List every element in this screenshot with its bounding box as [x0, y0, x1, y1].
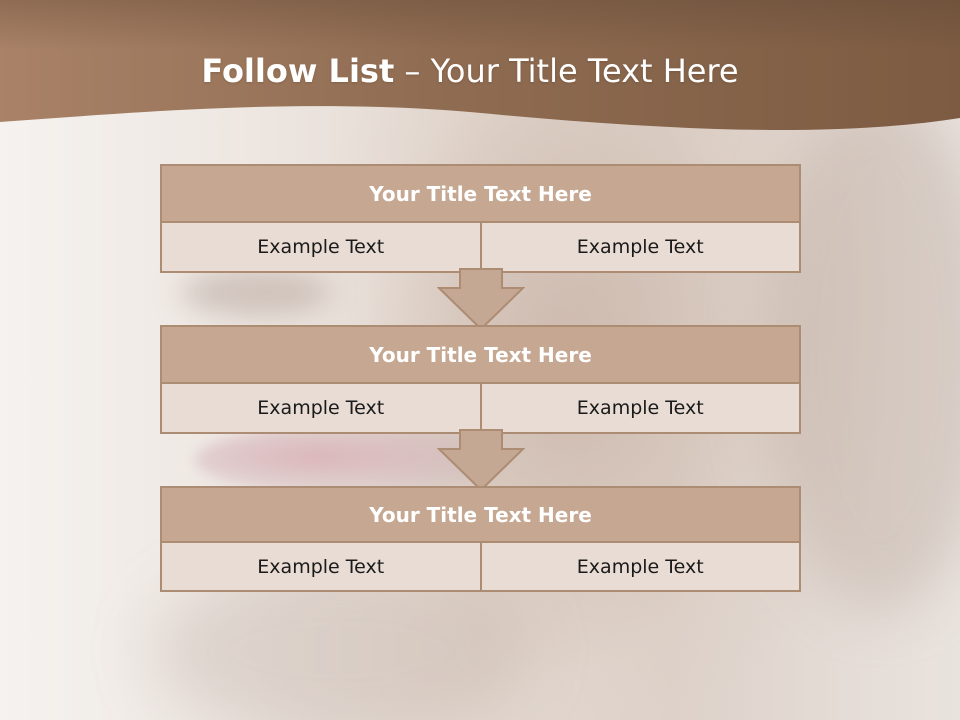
step-box-2: Your Title Text Here Example Text Exampl… — [160, 325, 801, 434]
down-arrow-icon — [437, 268, 525, 330]
step-title: Your Title Text Here — [162, 327, 799, 384]
step-cell-left: Example Text — [162, 543, 480, 590]
step-box-1: Your Title Text Here Example Text Exampl… — [160, 164, 801, 273]
step-title: Your Title Text Here — [162, 166, 799, 223]
step-cell-left: Example Text — [162, 223, 480, 271]
header-band — [0, 0, 960, 131]
down-arrow-icon — [437, 429, 525, 491]
slide-title-bold: Follow List — [201, 52, 395, 90]
step-box-3: Your Title Text Here Example Text Exampl… — [160, 486, 801, 592]
step-cell-right: Example Text — [479, 543, 799, 590]
step-row: Example Text Example Text — [162, 543, 799, 590]
step-row: Example Text Example Text — [162, 223, 799, 271]
background-eye-shadow — [180, 270, 330, 315]
step-title: Your Title Text Here — [162, 488, 799, 543]
step-row: Example Text Example Text — [162, 384, 799, 432]
slide-title-rest: – Your Title Text Here — [404, 52, 739, 90]
slide-title: Follow List – Your Title Text Here — [0, 52, 940, 90]
step-cell-right: Example Text — [479, 384, 799, 432]
step-cell-left: Example Text — [162, 384, 480, 432]
step-cell-right: Example Text — [479, 223, 799, 271]
